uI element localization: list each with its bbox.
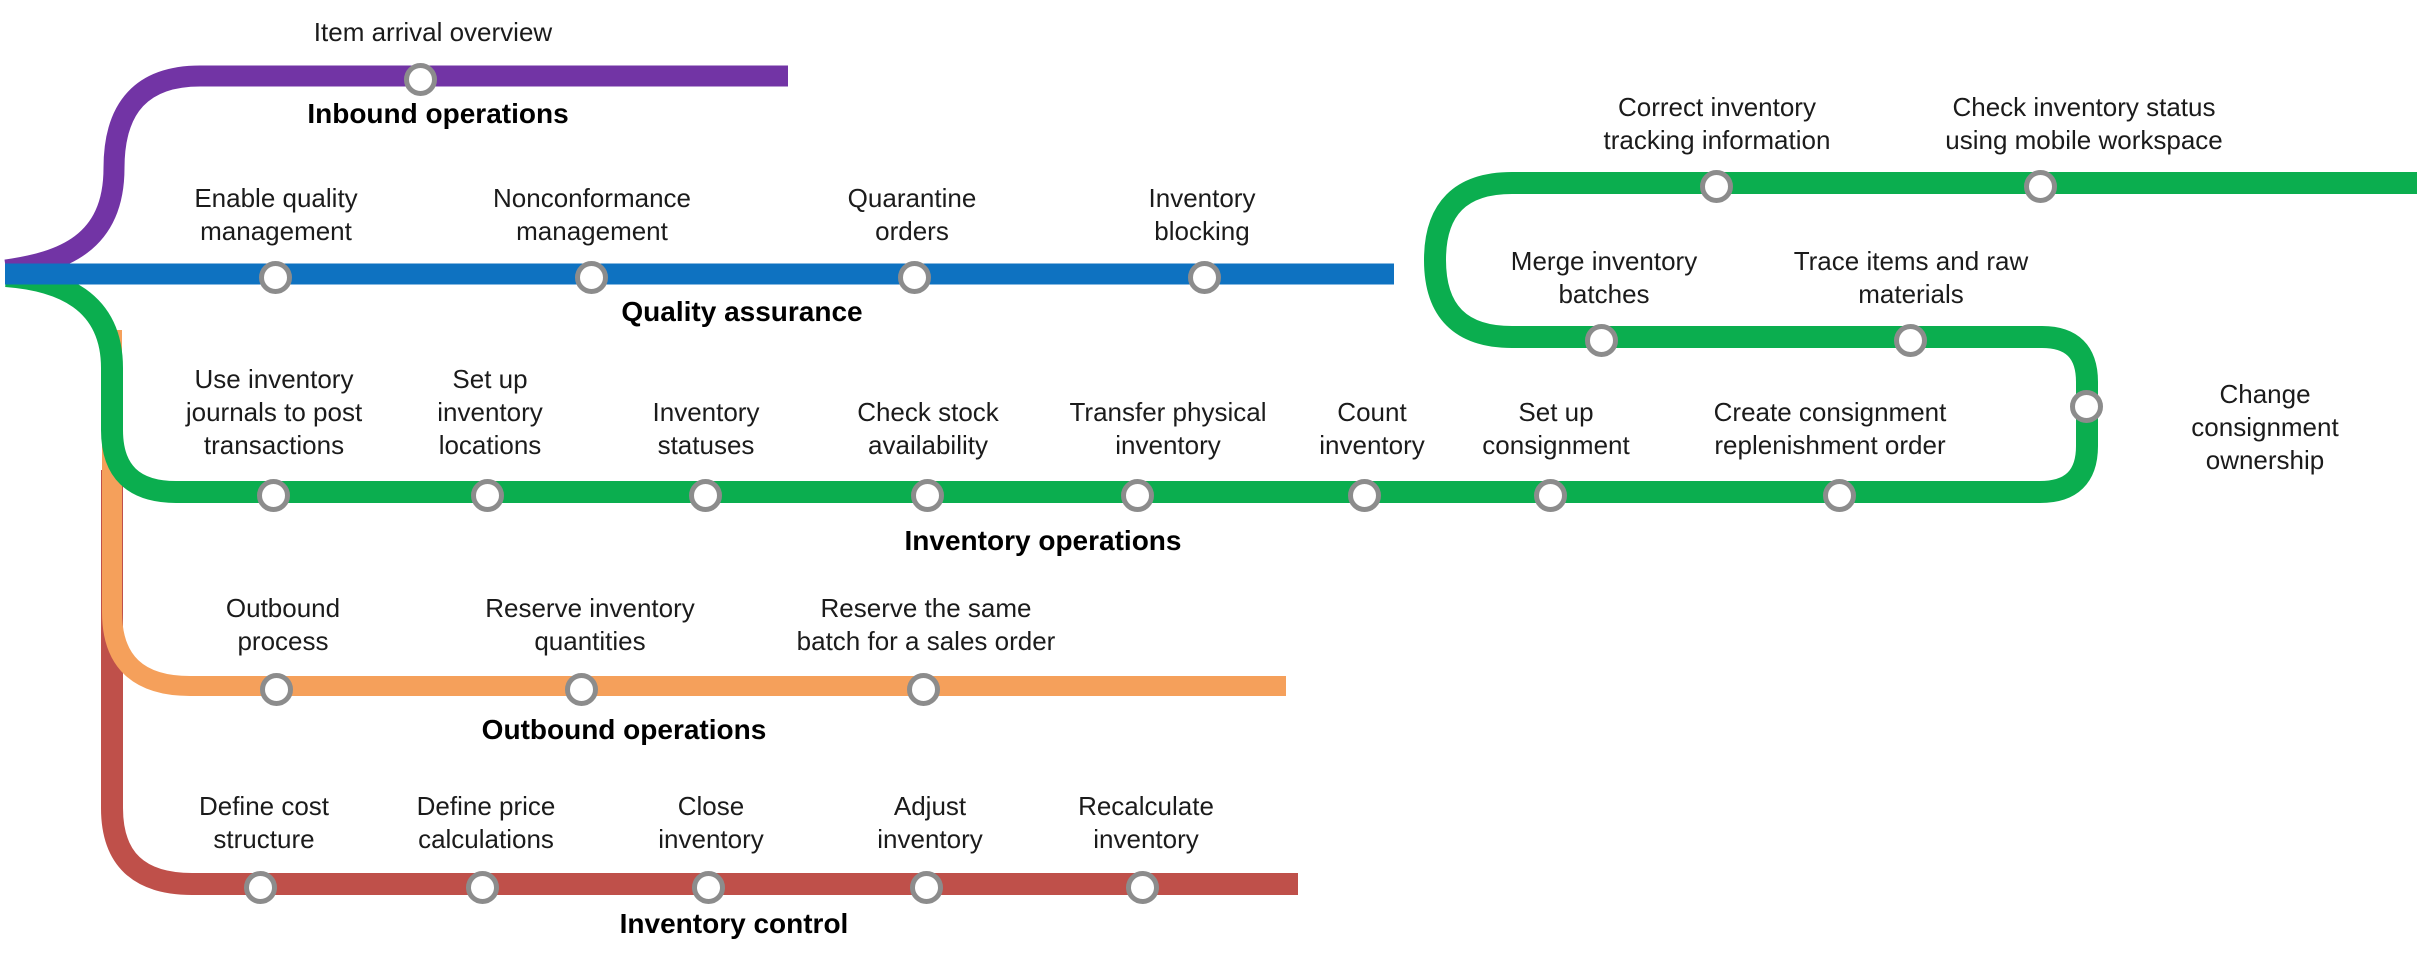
stop-enable-quality-management bbox=[259, 261, 292, 294]
stop-label-transfer-physical-inventory: Transfer physical inventory bbox=[1069, 397, 1267, 460]
stop-check-inventory-status-mobile-workspace bbox=[2024, 170, 2057, 203]
stop-label-create-consignment-replenishment-order: Create consignment replenishment order bbox=[1713, 397, 1947, 460]
stop-label-define-cost-structure: Define cost structure bbox=[198, 791, 330, 854]
stop-label-merge-inventory-batches: Merge inventory batches bbox=[1510, 246, 1698, 309]
stop-reserve-same-batch-sales-order bbox=[907, 673, 940, 706]
stop-label-check-stock-availability: Check stock availability bbox=[857, 397, 999, 460]
stop-label-define-price-calculations: Define price calculations bbox=[416, 791, 556, 854]
stop-label-recalculate-inventory: Recalculate inventory bbox=[1078, 791, 1214, 854]
stop-label-count-inventory: Count inventory bbox=[1319, 397, 1425, 460]
stop-label-item-arrival-overview: Item arrival overview bbox=[313, 17, 553, 47]
stop-label-nonconformance-management: Nonconformance management bbox=[493, 183, 691, 246]
stop-label-inventory-blocking: Inventory blocking bbox=[1148, 183, 1256, 246]
stop-label-enable-quality-management: Enable quality management bbox=[194, 183, 358, 246]
stop-label-trace-items-and-raw-materials: Trace items and raw materials bbox=[1793, 246, 2029, 309]
stop-reserve-inventory-quantities bbox=[565, 673, 598, 706]
stop-change-consignment-ownership bbox=[2070, 390, 2103, 423]
stop-label-use-inventory-journals: Use inventory journals to post transacti… bbox=[185, 364, 363, 460]
stop-label-reserve-same-batch-sales-order: Reserve the same batch for a sales order bbox=[796, 593, 1056, 656]
line-title-inbound-operations: Inbound operations bbox=[307, 98, 569, 129]
stop-label-close-inventory: Close inventory bbox=[658, 791, 764, 854]
stop-nonconformance-management bbox=[575, 261, 608, 294]
stop-label-set-up-consignment: Set up consignment bbox=[1482, 397, 1630, 460]
line-title-outbound-operations: Outbound operations bbox=[481, 714, 767, 745]
line-title-inventory-operations: Inventory operations bbox=[904, 525, 1182, 556]
stop-label-correct-inventory-tracking-information: Correct inventory tracking information bbox=[1603, 92, 1831, 155]
stop-count-inventory bbox=[1348, 479, 1381, 512]
stop-define-price-calculations bbox=[466, 871, 499, 904]
stop-correct-inventory-tracking-information bbox=[1700, 170, 1733, 203]
stop-label-reserve-inventory-quantities: Reserve inventory quantities bbox=[485, 593, 695, 656]
track-inventory-operations bbox=[5, 172, 2417, 503]
stop-define-cost-structure bbox=[244, 871, 277, 904]
stop-use-inventory-journals bbox=[257, 479, 290, 512]
stop-label-check-inventory-status-mobile-workspace: Check inventory status using mobile work… bbox=[1945, 92, 2223, 155]
stop-inventory-statuses bbox=[689, 479, 722, 512]
stop-recalculate-inventory bbox=[1126, 871, 1159, 904]
stop-adjust-inventory bbox=[910, 871, 943, 904]
stop-label-quarantine-orders: Quarantine orders bbox=[847, 183, 977, 246]
line-title-inventory-control: Inventory control bbox=[619, 908, 849, 939]
track-inventory-control bbox=[101, 470, 1298, 895]
stop-transfer-physical-inventory bbox=[1121, 479, 1154, 512]
stop-create-consignment-replenishment-order bbox=[1823, 479, 1856, 512]
stop-quarantine-orders bbox=[898, 261, 931, 294]
stop-close-inventory bbox=[692, 871, 725, 904]
stop-set-up-consignment bbox=[1534, 479, 1567, 512]
stop-trace-items-and-raw-materials bbox=[1894, 324, 1927, 357]
stop-merge-inventory-batches bbox=[1585, 324, 1618, 357]
stop-label-adjust-inventory: Adjust inventory bbox=[877, 791, 983, 854]
stop-label-change-consignment-ownership: Change consignment ownership bbox=[2191, 379, 2339, 475]
stop-item-arrival-overview bbox=[404, 63, 437, 96]
line-title-quality-assurance: Quality assurance bbox=[621, 296, 863, 327]
stop-outbound-process bbox=[260, 673, 293, 706]
stop-label-set-up-inventory-locations: Set up inventory locations bbox=[437, 364, 543, 460]
stop-check-stock-availability bbox=[911, 479, 944, 512]
track-outbound-operations bbox=[102, 330, 1286, 696]
stop-label-outbound-process: Outbound process bbox=[225, 593, 341, 656]
track-inbound-operations bbox=[4, 65, 788, 281]
stop-set-up-inventory-locations bbox=[471, 479, 504, 512]
stop-label-inventory-statuses: Inventory statuses bbox=[652, 397, 760, 460]
stop-inventory-blocking bbox=[1188, 261, 1221, 294]
